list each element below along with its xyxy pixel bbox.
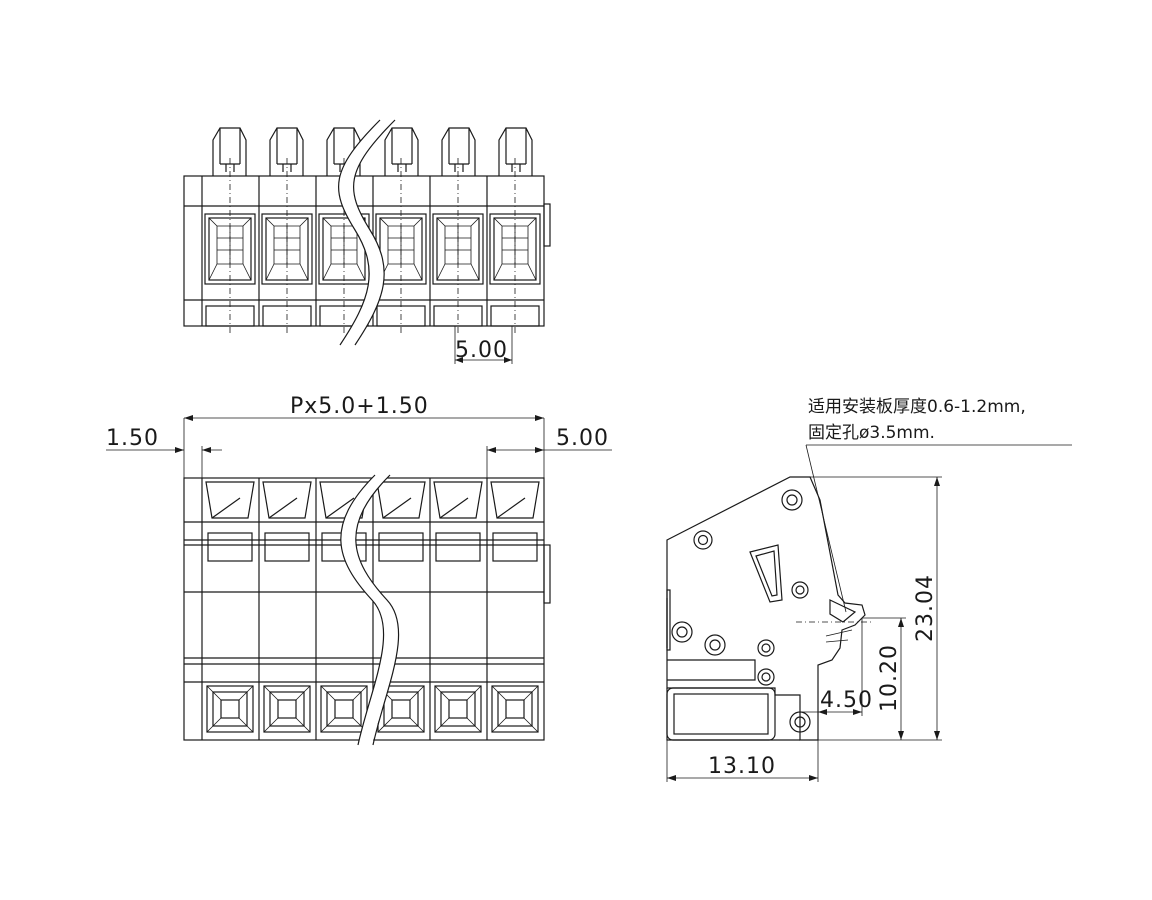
front-view: [106, 415, 612, 746]
dim-height-total: 23.04: [913, 574, 938, 642]
top-caps: [212, 127, 533, 176]
side-view: [666, 444, 1072, 782]
dim-pitch-top: 5.00: [455, 338, 508, 363]
dim-pin-offset: 4.50: [820, 688, 873, 713]
dim-depth: 13.10: [708, 754, 776, 779]
dim-total-length: Px5.0+1.50: [290, 394, 429, 419]
dim-height-lower: 10.20: [877, 644, 902, 712]
dim-left-offset: 1.50: [106, 426, 159, 451]
top-view: [183, 119, 551, 364]
side-holes: [671, 489, 811, 733]
front-body: [183, 477, 545, 741]
dim-pitch-front: 5.00: [556, 426, 609, 451]
note-line-2: 固定孔ø3.5mm.: [808, 423, 935, 443]
note-line-1: 适用安装板厚度0.6-1.2mm,: [808, 397, 1026, 417]
